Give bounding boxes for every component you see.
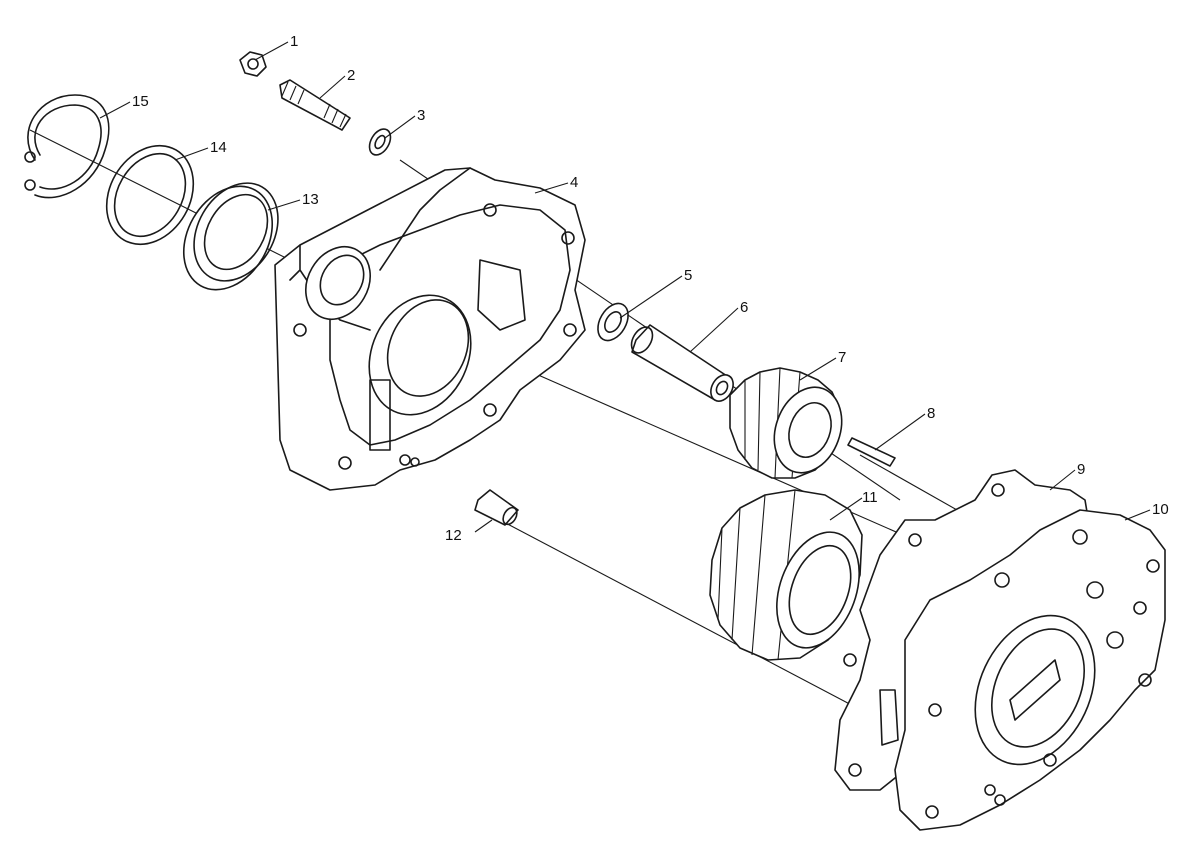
part-14-ring [105, 144, 195, 246]
callout-1: 1 [290, 33, 298, 50]
part-8-pin [847, 437, 896, 467]
callout-8: 8 [927, 405, 935, 422]
part-5-washer [597, 302, 629, 342]
part-6-bushing [630, 324, 734, 402]
part-7-small-gear [729, 367, 843, 479]
callout-labels: 1 2 3 4 5 6 7 8 9 10 11 12 13 14 15 [132, 33, 1169, 544]
callout-15: 15 [132, 93, 149, 110]
part-10-cover-plate [894, 509, 1166, 831]
part-12-dowel [474, 489, 519, 526]
leader-lines [99, 41, 1151, 533]
callout-7: 7 [838, 349, 846, 366]
part-4-pump-housing [274, 167, 586, 491]
callout-6: 6 [740, 299, 748, 316]
part-11-large-gear [709, 489, 863, 661]
callout-12: 12 [445, 527, 462, 544]
callout-5: 5 [684, 267, 692, 284]
callout-14: 14 [210, 139, 227, 156]
callout-2: 2 [347, 67, 355, 84]
callout-3: 3 [417, 107, 425, 124]
callout-11: 11 [862, 489, 878, 506]
part-2-stud [279, 79, 351, 131]
callout-9: 9 [1077, 461, 1085, 478]
part-15-snap-ring [24, 94, 110, 199]
part-13-oil-seal [182, 182, 279, 291]
callout-10: 10 [1152, 501, 1169, 518]
callout-4: 4 [570, 174, 578, 191]
callout-13: 13 [302, 191, 319, 208]
part-3-washer [368, 128, 392, 156]
